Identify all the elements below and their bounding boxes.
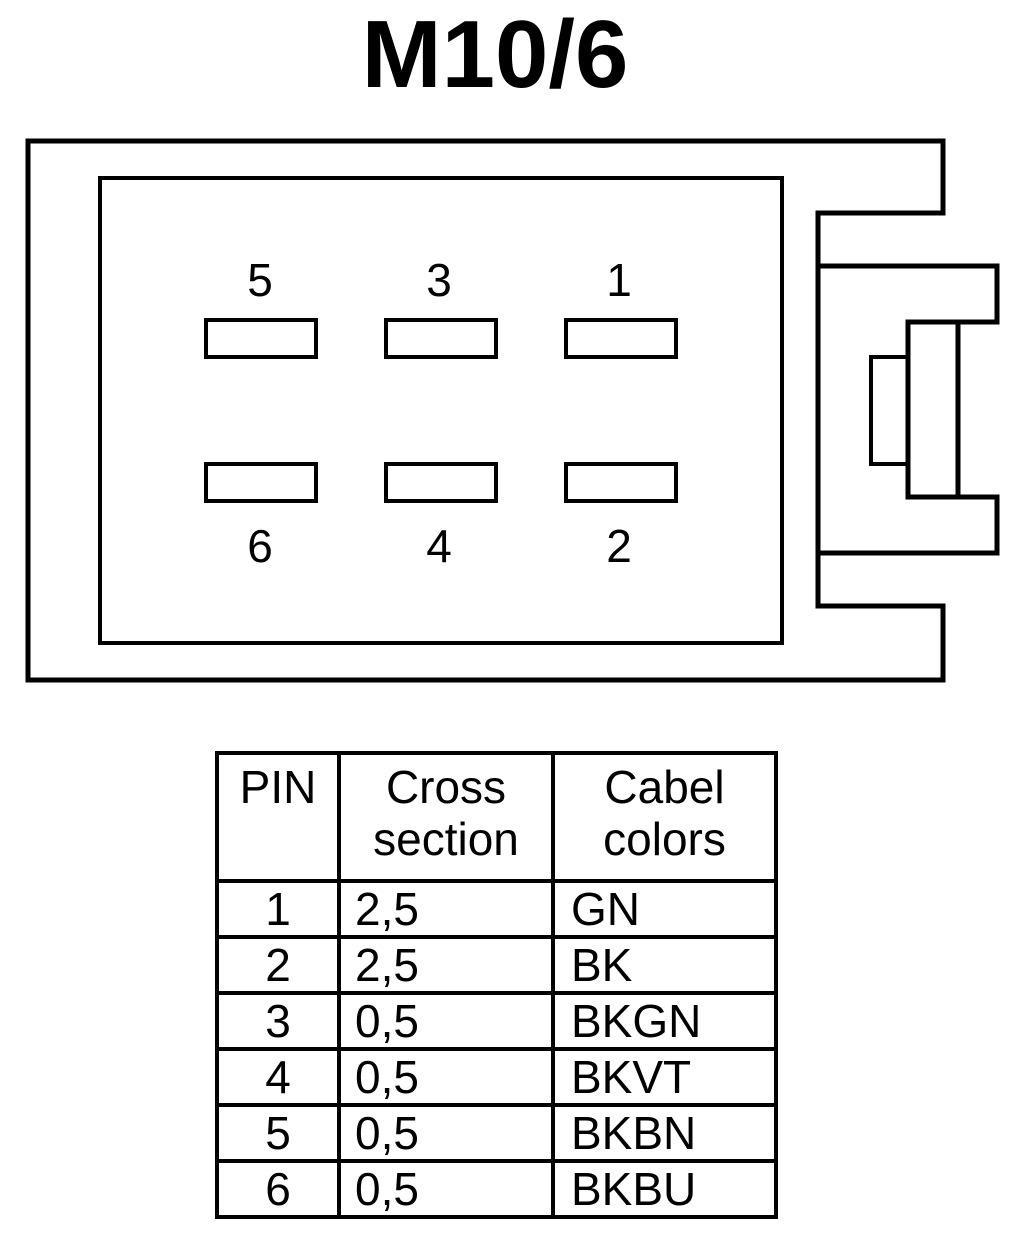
cell-cross-section: 2,5 bbox=[337, 935, 555, 995]
latch-tab bbox=[869, 355, 910, 466]
cell-color: GN bbox=[551, 879, 778, 939]
table-row: 3 0,5 BKGN bbox=[215, 991, 778, 1051]
cell-pin: 2 bbox=[215, 935, 341, 995]
pin-label-5: 5 bbox=[247, 254, 273, 306]
table-row: 5 0,5 BKBN bbox=[215, 1103, 778, 1163]
header-cross-section: Cross section bbox=[337, 751, 555, 883]
table-row: 2 2,5 BK bbox=[215, 935, 778, 995]
table-header-row: PIN Cross section Cabel colors bbox=[215, 751, 778, 883]
cell-color: BKBU bbox=[551, 1159, 778, 1219]
header-cable-colors: Cabel colors bbox=[551, 751, 778, 883]
pin-label-6: 6 bbox=[247, 520, 273, 572]
pin-slot-2 bbox=[564, 462, 678, 503]
cell-cross-section: 0,5 bbox=[337, 1103, 555, 1163]
connector-diagram: 5 3 1 6 4 2 bbox=[25, 138, 1000, 683]
cell-cross-section: 0,5 bbox=[337, 991, 555, 1051]
table-row: 4 0,5 BKVT bbox=[215, 1047, 778, 1107]
cell-color: BKBN bbox=[551, 1103, 778, 1163]
cell-color: BKVT bbox=[551, 1047, 778, 1107]
cell-pin: 3 bbox=[215, 991, 341, 1051]
pin-slot-4 bbox=[384, 462, 498, 503]
pin-label-4: 4 bbox=[426, 520, 452, 572]
table-row: 6 0,5 BKBU bbox=[215, 1159, 778, 1219]
cell-color: BK bbox=[551, 935, 778, 995]
cell-color: BKGN bbox=[551, 991, 778, 1051]
pin-label-1: 1 bbox=[606, 254, 632, 306]
pin-slot-3 bbox=[384, 318, 498, 359]
connector-title: M10/6 bbox=[361, 1, 629, 108]
header-pin: PIN bbox=[215, 751, 341, 883]
header-cable-colors-line2: colors bbox=[603, 813, 726, 865]
pin-assignment-table: PIN Cross section Cabel colors 1 2,5 GN … bbox=[215, 751, 778, 1219]
pin-label-3: 3 bbox=[426, 254, 452, 306]
pin-slot-5 bbox=[204, 318, 318, 359]
connector-housing bbox=[25, 138, 946, 683]
cell-pin: 1 bbox=[215, 879, 341, 939]
cell-pin: 4 bbox=[215, 1047, 341, 1107]
pin-slot-1 bbox=[564, 318, 678, 359]
cell-cross-section: 2,5 bbox=[337, 879, 555, 939]
pin-label-2: 2 bbox=[606, 520, 632, 572]
header-cross-section-line2: section bbox=[373, 813, 519, 865]
pin-slot-6 bbox=[204, 462, 318, 503]
cell-pin: 6 bbox=[215, 1159, 341, 1219]
table-row: 1 2,5 GN bbox=[215, 879, 778, 939]
cell-pin: 5 bbox=[215, 1103, 341, 1163]
header-cross-section-line1: Cross bbox=[385, 761, 507, 813]
cell-cross-section: 0,5 bbox=[337, 1047, 555, 1107]
header-cable-colors-line1: Cabel bbox=[604, 761, 725, 813]
connector-face bbox=[98, 176, 784, 645]
cell-cross-section: 0,5 bbox=[337, 1159, 555, 1219]
